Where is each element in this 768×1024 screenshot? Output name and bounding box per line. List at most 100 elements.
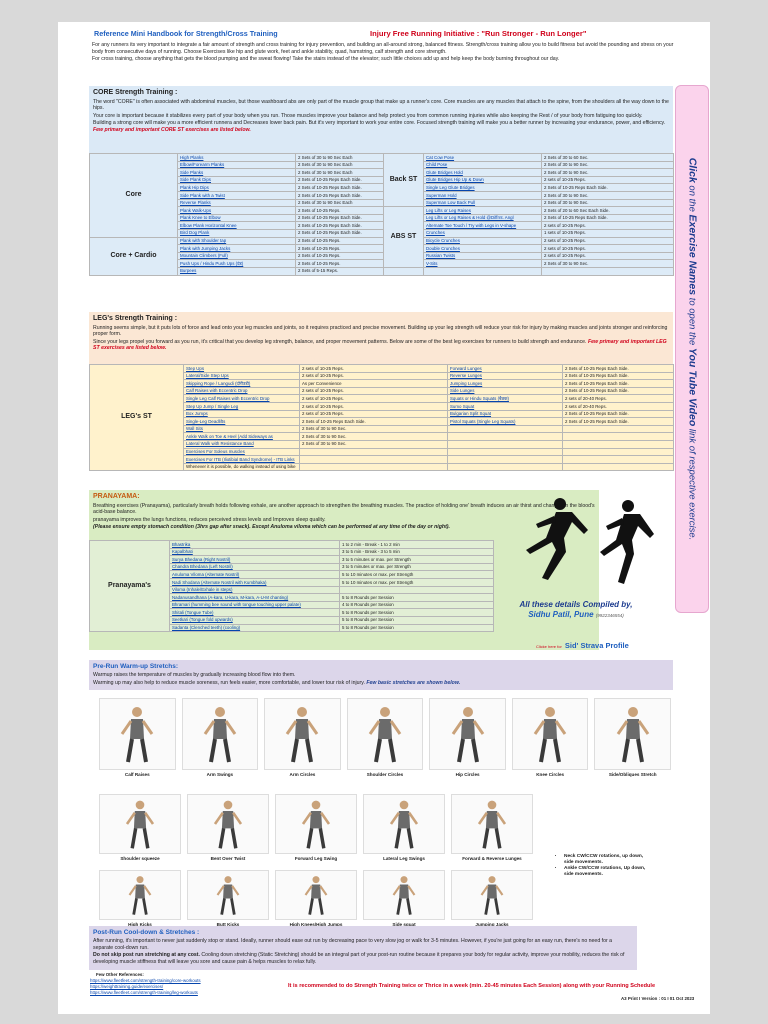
exercise-link[interactable]: Step Up Jump / Single Leg [183, 401, 300, 411]
exercise-link[interactable]: Reverse Planks [177, 198, 296, 208]
exercise-link[interactable]: Anuloma Viloma (Alternate Nostril) [169, 570, 340, 579]
strava-profile-link[interactable]: Sid' Strava Profile [564, 641, 629, 650]
exercise-link[interactable]: Burpees [177, 266, 296, 276]
exercise-link[interactable]: Jumping Lunges [447, 379, 563, 388]
exercise-link[interactable]: Superman Hold [423, 190, 542, 200]
stretch-figure [264, 698, 341, 770]
exercise-link[interactable]: Skipping Rope / Langudi (दोरीउडी) [183, 379, 300, 388]
exercise-link[interactable]: Forward Lunges [447, 364, 563, 373]
exercise-link[interactable]: Side Plank Dips [177, 175, 296, 185]
exercise-link[interactable]: Box Jumps [183, 409, 300, 419]
exercise-link[interactable]: Lateral Walk with Resistance Band [183, 439, 300, 449]
exercise-link[interactable]: Bird Dog Plank [177, 228, 296, 238]
exercise-link[interactable]: V-Sits [423, 259, 542, 268]
category-cell: LEG's ST [89, 363, 184, 472]
exercise-link[interactable]: Pistol Squats (Single Leg Squats) [447, 417, 563, 426]
exercise-link[interactable]: High Planks [177, 153, 296, 162]
exercise-link[interactable]: Superman Low Back Pull [423, 198, 542, 208]
exercise-link[interactable]: Glute Bridges Hold [423, 168, 542, 177]
person-icon [477, 800, 507, 849]
exercise-sets: 2 Sets of 30 to 90 Sec. [541, 168, 674, 177]
exercise-link[interactable]: Side Planks [177, 168, 296, 177]
warmup-highlight: Few basic stretches are shown below. [366, 679, 461, 686]
exercise-link[interactable]: Lateral/Side Step Ups [183, 371, 300, 381]
exercise-sets: 2 Sets of 10-25 Reps Each Side. [562, 364, 674, 373]
exercise-link[interactable]: Bhastrika [169, 540, 340, 549]
exercise-link[interactable]: Chandra Bhedana (Left Nostril) [169, 562, 340, 572]
exercise-link[interactable]: Leg Lifts or Leg Raises [423, 206, 542, 215]
exercise-link[interactable]: Sumo Squat [447, 401, 563, 411]
exercise-sets: 2 Sets of 30 to 90 Sec. [541, 160, 674, 170]
exercise-link[interactable]: Seetkari (Tongue fold upwards) [169, 615, 340, 625]
stretch-figure [187, 794, 269, 854]
person-icon [533, 707, 567, 763]
legs-para: Running seems simple, but it puts lots o… [93, 324, 668, 338]
exercise-link[interactable]: Exercises For Soleus muscles [183, 447, 300, 457]
exercise-link[interactable]: Plank with Jumping Jacks [177, 244, 296, 253]
exercise-link[interactable]: Single Leg Calf Raises with Eccentric Dr… [183, 394, 300, 403]
strava-link[interactable]: Clicke here for Sid' Strava Profile [536, 641, 629, 650]
exercise-link[interactable]: Squats or Hindu Squats (बैठक) [447, 394, 563, 403]
person-icon [301, 800, 331, 849]
intro-para: For cross training, choose anything that… [92, 56, 560, 62]
exercise-link[interactable]: Leg Lifts or Leg Raises & Hold @Diffrnt.… [423, 213, 542, 223]
exercise-link[interactable]: Side Lunges [447, 386, 563, 396]
exercise-link[interactable]: Plank Knee to Elbow [177, 213, 296, 223]
exercise-link[interactable]: Elbow/Forearm Planks [177, 160, 296, 170]
exercise-link[interactable]: Sadanta (Clenched teeth) (cooling) [169, 623, 340, 633]
stretch-figure [181, 698, 259, 770]
exercise-link[interactable]: Exercises For ITB (Iliotibial Band Syndr… [183, 455, 300, 464]
empty-cell [541, 266, 674, 276]
exercise-link[interactable]: Shitali (Tongue Tube) [169, 608, 340, 617]
exercise-sets [299, 462, 448, 472]
exercise-link[interactable]: Plank Walk-Ups [177, 206, 296, 215]
cooldown-para: After running, it's important to never j… [93, 938, 613, 951]
exercise-sets: 2 Sets of 5-15 Reps. [295, 266, 384, 276]
exercise-link[interactable]: Ankle Walk on Toe & Heel (Add Sideways a… [183, 432, 300, 441]
exercise-link[interactable]: Bulgarian Split Squat [447, 409, 563, 419]
handbook-title: Reference Mini Handbook for Strength/Cro… [94, 29, 278, 38]
exercise-link[interactable]: Child Pose [423, 160, 542, 170]
exercise-link[interactable]: Reverse Lunges [447, 371, 563, 381]
exercise-link[interactable]: Kapalbhati [169, 547, 340, 557]
exercise-sets: 2 Sets of 10-25 Reps Each Side. [299, 417, 448, 426]
exercise-link[interactable]: Calf Raises with Eccentric Drop [183, 386, 300, 396]
exercise-link[interactable]: Step Ups [183, 364, 300, 373]
exercise-sets: 2 sets of 10-25 Reps. [541, 244, 674, 253]
exercise-link[interactable]: Single Leg Glute Bridges [423, 183, 542, 192]
exercise-link[interactable]: Bicycle Crunches [423, 236, 542, 246]
exercise-link[interactable]: Russian Twists [423, 251, 542, 261]
legs-title: LEG's Strength Training : [93, 315, 178, 322]
exercise-link[interactable]: Cat Cow Pose [423, 153, 542, 162]
exercise-link[interactable]: Double Crunches [423, 244, 542, 253]
exercise-link[interactable]: Plank Hip Dips [177, 183, 296, 192]
exercise-link[interactable]: Bhramari (humming bee sound with tongue … [169, 600, 340, 610]
exercise-link[interactable]: Plank with Shoulder tap [177, 236, 296, 246]
exercise-link[interactable]: Side Plank with a Twist [177, 190, 296, 200]
exercise-link[interactable]: Wall Sits [183, 424, 300, 434]
stretch-figure [275, 794, 357, 854]
exercise-link[interactable]: Crunches [423, 228, 542, 238]
exercise-link[interactable]: Alternate Toe Touch / Try with Legs in V… [423, 221, 542, 230]
ref-link[interactable]: https://www.fleetfeet.com/strength-train… [90, 989, 198, 995]
exercise-link[interactable]: Elbow Plank Horizontal Knee [177, 221, 296, 230]
exercise-link[interactable]: Glute Bridges Hip Up & Down [423, 175, 542, 185]
exercise-sets: 2 Sets of 30 to 90 Sec. [299, 432, 448, 441]
exercise-link[interactable]: Surya Bhedana (Right Nostril) [169, 555, 340, 564]
category-cell: Pranayama's [89, 539, 170, 633]
exercise-link[interactable]: Push Ups / Hindu Push Ups (दंड) [177, 259, 296, 268]
exercise-link[interactable]: Mountain Climbers (Full) [177, 251, 296, 261]
exercise-link[interactable]: Nadanusandhana (A-kara, U-kara, M-kara, … [169, 593, 340, 602]
exercise-link[interactable]: Nadi Shodana (Alternate Nostril with Kum… [169, 577, 340, 587]
ref-link[interactable]: https://weighttraining.guide/exercises/ [90, 983, 164, 989]
exercise-sets: 2 Sets of 10-25 Reps. [295, 206, 384, 215]
stretch-label: High Kicks [128, 922, 152, 927]
exercise-sets: 2 sets of 10-25 Reps. [299, 386, 448, 396]
exercise-link[interactable]: Single-Leg Deadlifts [183, 417, 300, 426]
empty-cell [447, 462, 563, 472]
exercise-link[interactable]: Viloma (Inhale/Exhale in steps) [169, 585, 340, 595]
table-row: Elbow/Forearm Planks 2 Sets of 30 to 90 S… [90, 160, 674, 170]
ref-link[interactable]: https://www.fleetfeet.com/strength-train… [90, 977, 201, 983]
